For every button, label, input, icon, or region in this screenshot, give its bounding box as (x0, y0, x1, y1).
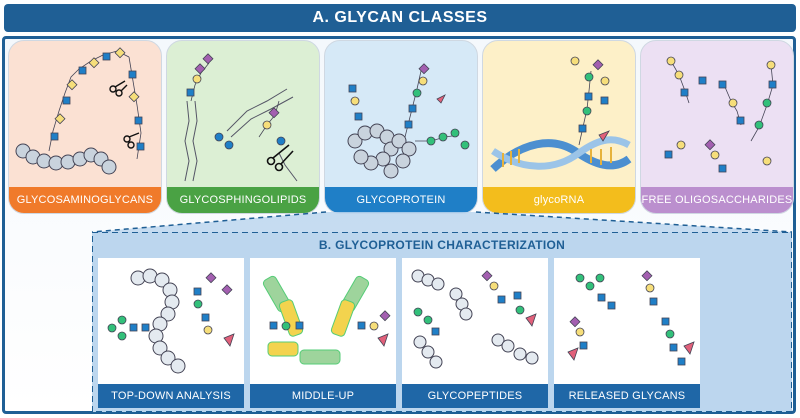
method-label-released-glycans: RELEASED GLYCANS (554, 384, 700, 408)
released-glycans-illustration (567, 270, 695, 366)
protein-chain-icon (130, 268, 186, 374)
glycopeptides-illustration (411, 269, 539, 369)
class-card-glycoprotein: GLYCOPROTEIN (324, 40, 478, 214)
rna-helix-icon (490, 136, 632, 172)
class-card-glycorna: glycoRNA (482, 40, 636, 214)
method-top-down: TOP-DOWN ANALYSIS (98, 258, 244, 408)
glycan-tree-icon (269, 310, 391, 347)
glycoprotein-illustration (347, 63, 470, 179)
lipid-tails-icon (184, 88, 298, 182)
scissors-icon (266, 144, 294, 172)
glycan-tree-icon (186, 53, 286, 150)
antibody-icon (262, 275, 370, 365)
protein-chain-icon (15, 143, 117, 175)
glycan-chain-icon (48, 47, 145, 160)
glycorna-illustration (490, 56, 632, 172)
class-label-glycosaminoglycans: GLYCOSAMINOGLYCANS (9, 187, 161, 213)
class-card-free-oligosaccharides: FREE OLIGOSACCHARIDES (640, 40, 794, 214)
peptide-fragments-icon (411, 269, 539, 369)
glycan-tree-icon (348, 63, 470, 150)
method-glycopeptides: GLYCOPEPTIDES (402, 258, 548, 408)
glycan-classes-header: A. GLYCAN CLASSES (4, 4, 796, 32)
scissors-icon (109, 80, 140, 149)
class-label-free-oligosaccharides: FREE OLIGOSACCHARIDES (641, 187, 793, 213)
characterization-title: B. GLYCOPROTEIN CHARACTERIZATION (318, 238, 566, 252)
method-label-top-down: TOP-DOWN ANALYSIS (98, 384, 244, 408)
glycosphingolipid-illustration (184, 53, 298, 182)
glycan-tree-icon (107, 272, 235, 347)
protein-chain-icon (347, 123, 417, 179)
middle-up-illustration (262, 275, 391, 365)
method-released-glycans: RELEASED GLYCANS (554, 258, 700, 408)
class-card-glycosaminoglycans: GLYCOSAMINOGLYCANS (8, 40, 162, 214)
glycosaminoglycan-illustration (15, 47, 145, 175)
method-label-glycopeptides: GLYCOPEPTIDES (402, 384, 548, 408)
glycan-tree-icon (570, 56, 610, 146)
glycan-tree-icon (664, 56, 777, 173)
glycan-tree-icon (567, 270, 695, 366)
characterization-panel: B. GLYCOPROTEIN CHARACTERIZATION (92, 232, 792, 412)
class-card-glycosphingolipids: GLYCOSPHINGOLIPIDS (166, 40, 320, 214)
class-label-glycorna: glycoRNA (483, 187, 635, 213)
class-label-glycosphingolipids: GLYCOSPHINGOLIPIDS (167, 187, 319, 213)
free-oligosaccharides-illustration (664, 56, 777, 173)
top-down-illustration (107, 268, 235, 374)
method-middle-up: MIDDLE-UP (250, 258, 396, 408)
glycan-classes-title: A. GLYCAN CLASSES (312, 9, 488, 26)
class-label-glycoprotein: GLYCOPROTEIN (325, 187, 477, 213)
method-label-middle-up: MIDDLE-UP (250, 384, 396, 408)
glycan-tree-icon (413, 270, 537, 336)
